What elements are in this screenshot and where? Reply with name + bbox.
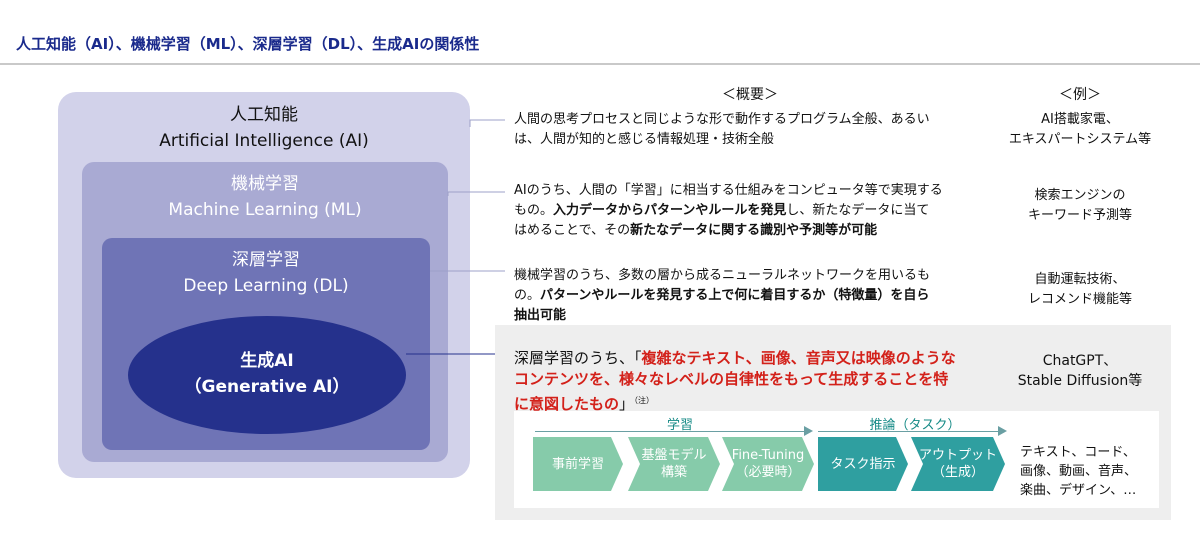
- dl-desc-bold1: パターンやルールを発見する上で何に着目するか（特徴量）を自ら: [540, 288, 930, 303]
- connector-ai: [469, 119, 505, 127]
- page-title: 人工知能（AI）、機械学習（ML）、深層学習（DL）、生成AIの関係性: [16, 35, 480, 53]
- overview-header: ＜概要＞: [722, 87, 778, 103]
- gen-desc-red3: に意図したもの: [514, 395, 620, 413]
- output-types-line2: 画像、動画、音声、: [1020, 464, 1138, 479]
- ml-desc-text3: し、新たなデータに当て: [786, 203, 930, 218]
- ml-example-1: 検索エンジンの: [1034, 188, 1126, 203]
- learning-arrow-line: [535, 431, 805, 432]
- step-foundation-model: 基盤モデル 構築: [628, 437, 720, 491]
- gen-desc-red1: 複雑なテキスト、画像、音声又は映像のような: [641, 349, 956, 367]
- ml-description: AIのうち、人間の「学習」に相当する仕組みをコンピュータ等で実現する もの。入力…: [514, 181, 969, 241]
- step-fine-tuning-line1: Fine-Tuning: [731, 448, 805, 463]
- generative-ai-description: 深層学習のうち、「複雑なテキスト、画像、音声又は映像のような コンテンツを、様々…: [514, 348, 969, 415]
- title-divider: [0, 63, 1200, 65]
- phase-learning-label: 学習: [666, 418, 693, 433]
- generative-ai-ellipse: [128, 316, 406, 434]
- ai-description: 人間の思考プロセスと同じような形で動作するプログラム全般、あるい は、人間が知的…: [514, 110, 969, 150]
- ai-examples: AI搭載家電、 エキスパートシステム等: [990, 110, 1170, 150]
- ml-desc-text4: はめることで、その: [514, 223, 631, 238]
- gen-example-1: ChatGPT、: [1042, 353, 1118, 369]
- dl-desc-bold2: 抽出可能: [514, 308, 567, 323]
- ml-layer-label: 機械学習 Machine Learning (ML): [82, 171, 448, 223]
- ai-example-2: エキスパートシステム等: [1008, 132, 1152, 147]
- ai-desc-line2: は、人間が知的と感じる情報処理・技術全般: [514, 132, 775, 147]
- ml-examples: 検索エンジンの キーワード予測等: [990, 186, 1170, 226]
- generative-ai-examples: ChatGPT、 Stable Diffusion等: [990, 351, 1170, 391]
- generative-ai-label: 生成AI （Generative AI）: [128, 348, 406, 400]
- dl-layer-label: 深層学習 Deep Learning (DL): [102, 247, 430, 299]
- step-output-line2: （生成）: [931, 465, 984, 480]
- dl-label-ja: 深層学習: [232, 250, 300, 270]
- output-types-line1: テキスト、コード、: [1020, 445, 1136, 460]
- step-task-instruction-label: タスク指示: [830, 456, 896, 472]
- step-fine-tuning-line2: （必要時）: [735, 465, 801, 480]
- ml-desc-bold2: 新たなデータに関する識別や予測等が可能: [630, 223, 878, 238]
- dl-examples: 自動運転技術、 レコメンド機能等: [990, 270, 1170, 310]
- gen-desc-text1: 深層学習のうち、「: [514, 349, 642, 367]
- gen-example-2: Stable Diffusion等: [1017, 373, 1143, 389]
- ai-layer-label: 人工知能 Artificial Intelligence (AI): [58, 102, 470, 154]
- gen-desc-note: （注）: [634, 396, 655, 405]
- inference-arrow-line: [818, 431, 999, 432]
- gen-label-en: （Generative AI）: [184, 377, 350, 397]
- dl-desc-text2: の。: [514, 288, 541, 303]
- connector-ml: [447, 191, 505, 196]
- step-output: アウトプット （生成）: [911, 437, 1005, 491]
- dl-desc-line1: 機械学習のうち、多数の層から成るニューラルネットワークを用いるも: [514, 268, 931, 283]
- step-pretraining: 事前学習: [533, 437, 623, 491]
- dl-example-1: 自動運転技術、: [1034, 272, 1126, 287]
- dl-label-en: Deep Learning (DL): [183, 276, 349, 296]
- ml-example-2: キーワード予測等: [1027, 208, 1132, 223]
- dl-description: 機械学習のうち、多数の層から成るニューラルネットワークを用いるも の。パターンや…: [514, 266, 969, 326]
- ml-desc-text2: もの。: [514, 203, 554, 218]
- step-foundation-model-line1: 基盤モデル: [641, 448, 707, 463]
- output-types-line3: 楽曲、デザイン、…: [1020, 483, 1137, 498]
- gen-desc-red2: コンテンツを、様々なレベルの自律性をもって生成することを特: [514, 370, 949, 388]
- output-types: テキスト、コード、 画像、動画、音声、 楽曲、デザイン、…: [1020, 443, 1137, 500]
- ml-desc-line1: AIのうち、人間の「学習」に相当する仕組みをコンピュータ等で実現する: [514, 183, 943, 198]
- step-fine-tuning: Fine-Tuning （必要時）: [722, 437, 814, 491]
- phase-inference-label: 推論（タスク）: [869, 418, 961, 433]
- ml-desc-bold1: 入力データからパターンやルールを発見: [553, 203, 787, 218]
- dl-example-2: レコメンド機能等: [1027, 292, 1132, 307]
- step-foundation-model-line2: 構築: [660, 465, 687, 480]
- learning-arrow-head: [804, 426, 813, 436]
- ml-label-en: Machine Learning (ML): [168, 200, 362, 220]
- example-header: ＜例＞: [1059, 87, 1101, 103]
- ai-label-en: Artificial Intelligence (AI): [159, 131, 369, 151]
- step-task-instruction: タスク指示: [818, 437, 908, 491]
- inference-arrow-head: [998, 426, 1007, 436]
- ai-label-ja: 人工知能: [230, 105, 298, 125]
- ml-label-ja: 機械学習: [231, 174, 299, 194]
- gen-label-ja: 生成AI: [240, 351, 294, 371]
- ai-example-1: AI搭載家電、: [1041, 112, 1119, 127]
- ai-desc-line1: 人間の思考プロセスと同じような形で動作するプログラム全般、あるい: [514, 112, 930, 127]
- gen-desc-text2: 」: [619, 395, 635, 413]
- step-output-line1: アウトプット: [918, 448, 997, 463]
- step-pretraining-label: 事前学習: [551, 456, 604, 472]
